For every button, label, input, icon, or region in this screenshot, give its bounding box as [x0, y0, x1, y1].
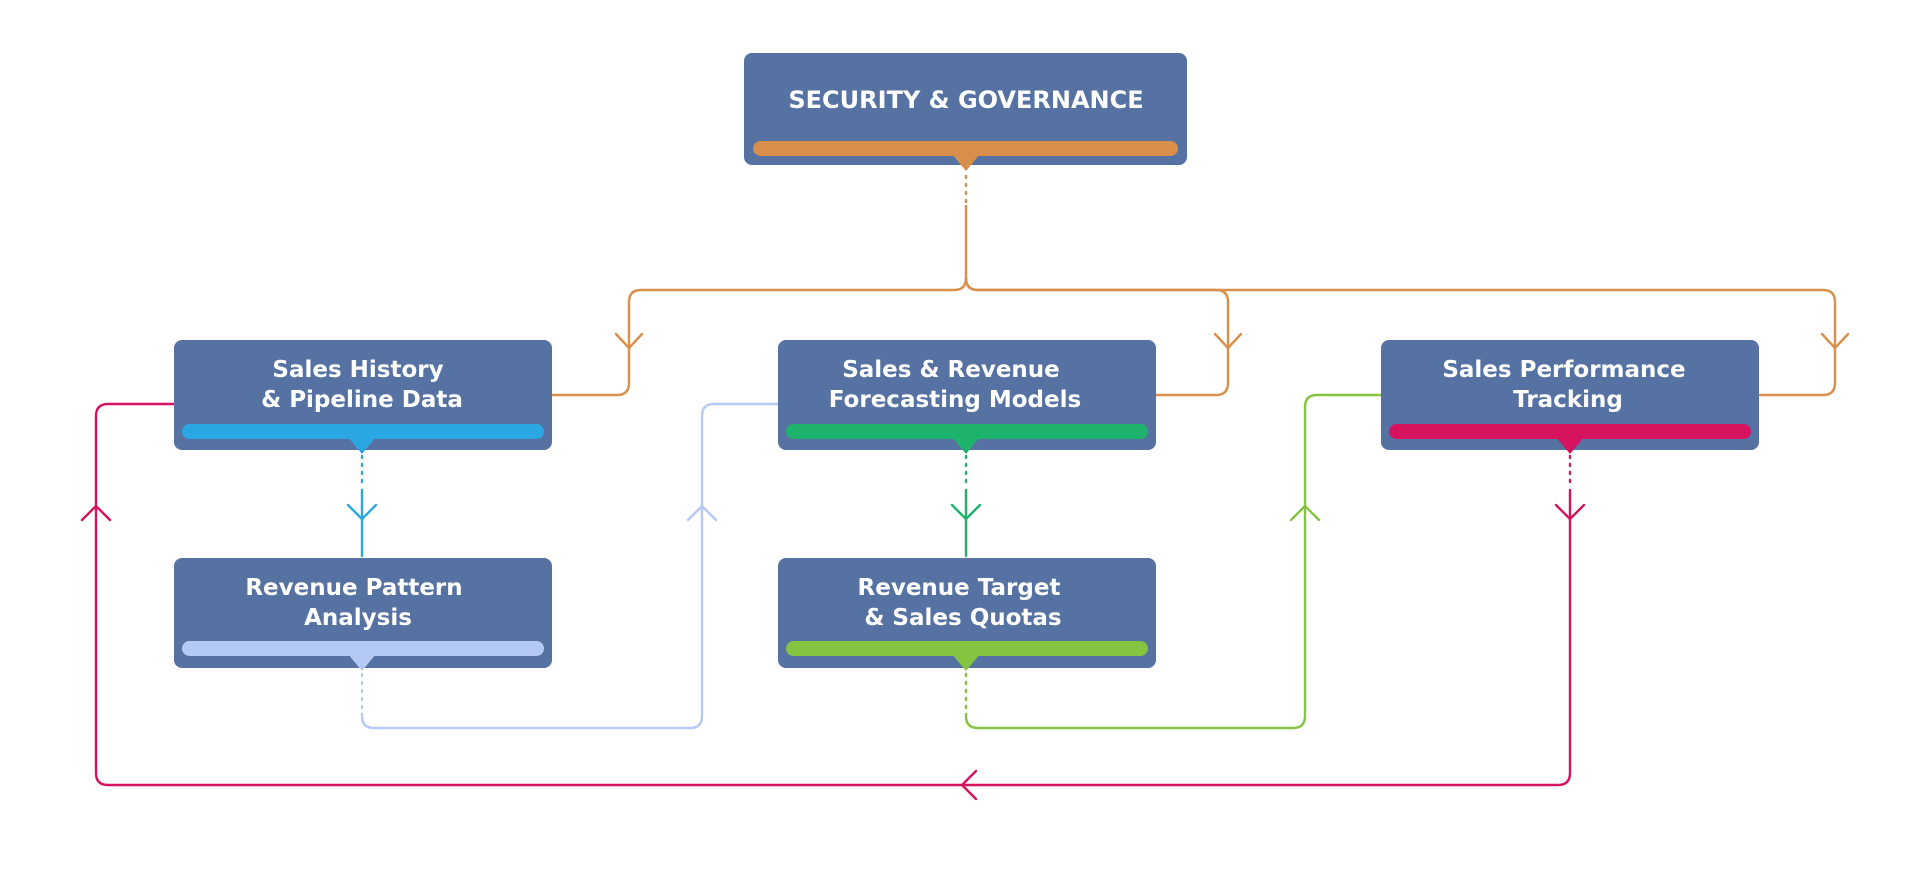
node-revenue-pattern[interactable]: Revenue Pattern Analysis — [174, 558, 552, 671]
accent-bar — [182, 424, 544, 439]
arrow-bottom-left-icon — [960, 769, 978, 801]
connector-target-to-tracking — [964, 393, 1383, 730]
arrow-to-forecasting-icon — [1213, 332, 1243, 350]
arrow-to-history-up-icon — [80, 504, 112, 522]
arrow-to-history-icon — [614, 332, 644, 350]
node-forecasting-models[interactable]: Sales & Revenue Forecasting Models — [778, 340, 1156, 454]
arrow-to-pattern-icon — [346, 503, 378, 521]
accent-bar — [786, 641, 1148, 656]
connector-tracking-to-history — [94, 402, 1572, 787]
arrow-tracking-down-icon — [1554, 503, 1586, 521]
node-label: Revenue Target & Sales Quotas — [858, 575, 1069, 631]
connector-security-to-history — [550, 276, 968, 397]
node-revenue-target[interactable]: Revenue Target & Sales Quotas — [778, 558, 1156, 671]
pointer-icon — [952, 154, 980, 171]
arrow-to-tracking-icon — [1820, 332, 1850, 350]
accent-bar — [1389, 424, 1751, 439]
accent-bar — [753, 141, 1178, 156]
node-label: Sales & Revenue Forecasting Models — [829, 357, 1081, 413]
node-title: SECURITY & GOVERNANCE — [788, 86, 1143, 114]
pointer-icon — [348, 654, 376, 671]
node-sales-history[interactable]: Sales History & Pipeline Data — [174, 340, 552, 454]
accent-bar — [182, 641, 544, 656]
connector-security-to-tracking — [964, 276, 1837, 397]
pointer-icon — [1556, 437, 1584, 454]
accent-bar — [786, 424, 1148, 439]
arrow-to-tracking-up-icon — [1289, 504, 1321, 522]
connectors — [80, 174, 1850, 801]
pointer-icon — [952, 437, 980, 454]
arrow-to-target-icon — [950, 503, 982, 521]
pointer-icon — [348, 437, 376, 454]
node-security-governance[interactable]: SECURITY & GOVERNANCE — [744, 53, 1187, 171]
node-label: Revenue Pattern Analysis — [245, 575, 470, 631]
connector-pattern-to-forecasting — [360, 402, 780, 730]
node-label: Sales History & Pipeline Data — [261, 357, 463, 413]
node-performance-tracking[interactable]: Sales Performance Tracking — [1381, 340, 1759, 454]
pointer-icon — [952, 654, 980, 671]
node-label: Sales Performance Tracking — [1442, 357, 1693, 413]
arrow-to-forecasting-up-icon — [686, 504, 718, 522]
